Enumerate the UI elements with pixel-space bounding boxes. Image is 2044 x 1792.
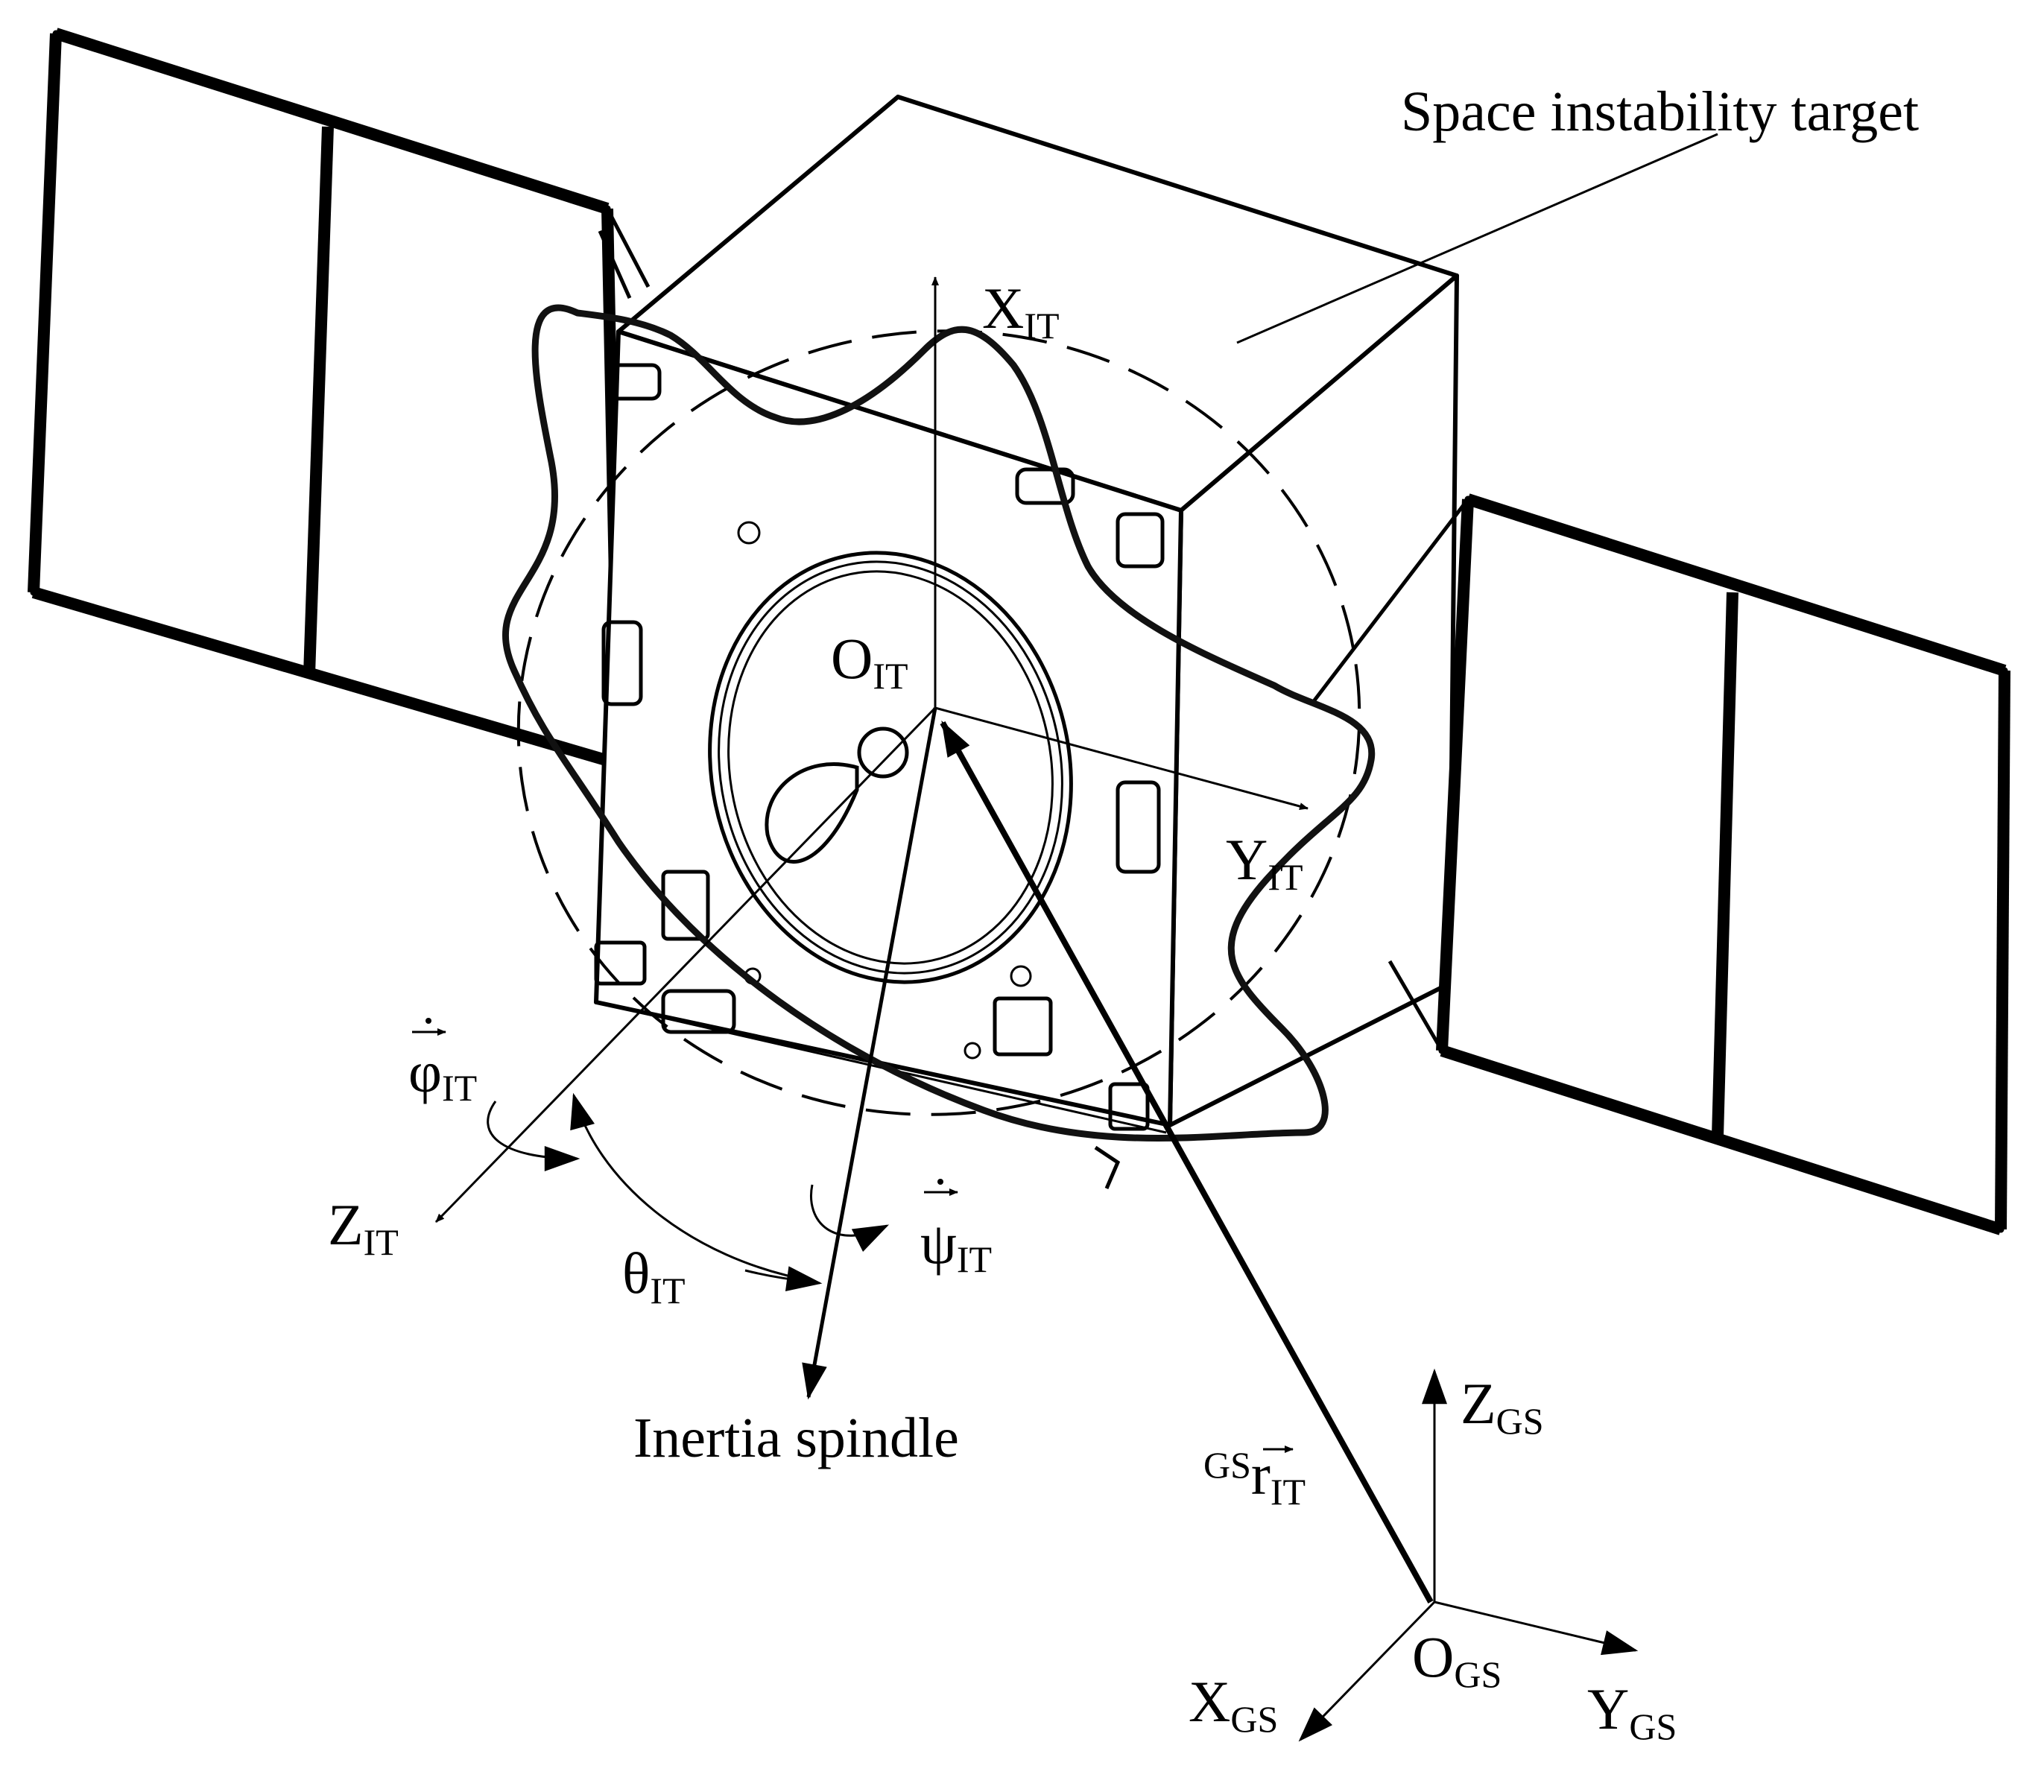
instability-boundary xyxy=(502,304,1376,1142)
target-label: Space instability target xyxy=(1401,80,1919,143)
y-it-axis xyxy=(934,706,1309,810)
theta-angle-arc xyxy=(570,1092,817,1283)
y-it-label: YIT xyxy=(1226,827,1303,898)
phi-rotation-arc xyxy=(487,1101,580,1171)
o-it-label: OIT xyxy=(831,626,908,697)
theta-angle-arc-end xyxy=(744,1266,823,1292)
nominal-boundary-dashed xyxy=(516,329,1361,1116)
gs-frame xyxy=(1298,1368,1639,1742)
x-it-label: XIT xyxy=(982,276,1060,346)
svg-text:φIT: φIT xyxy=(408,1039,477,1109)
phi-it-label: φIT xyxy=(408,1018,477,1109)
position-vector-r xyxy=(940,721,1434,1603)
z-it-label: ZIT xyxy=(328,1192,399,1263)
satellite-body xyxy=(594,95,1459,1134)
psi-it-label: ψIT xyxy=(920,1179,992,1280)
left-solar-panel xyxy=(28,28,651,770)
svg-text:ψIT: ψIT xyxy=(920,1211,992,1280)
inertia-spindle-axis xyxy=(802,707,937,1400)
target-leader-line xyxy=(1236,133,1718,344)
svg-text:GSrIT: GSrIT xyxy=(1203,1442,1306,1513)
front-face-details xyxy=(594,363,1165,1189)
x-gs-axis xyxy=(1298,1601,1436,1742)
y-gs-axis xyxy=(1434,1601,1639,1656)
z-gs-label: ZGS xyxy=(1461,1371,1544,1442)
inertia-spindle-label: Inertia spindle xyxy=(633,1407,959,1469)
y-gs-label: YGS xyxy=(1587,1677,1677,1747)
it-frame xyxy=(434,276,1309,1400)
o-gs-label: OGS xyxy=(1412,1624,1502,1695)
r-vector-label: GSrIT xyxy=(1203,1442,1306,1513)
x-gs-label: XGS xyxy=(1189,1669,1278,1740)
theta-it-label: θIT xyxy=(622,1241,686,1311)
right-solar-panel xyxy=(1310,493,2010,1235)
z-it-axis xyxy=(434,706,937,1223)
psi-rotation-arc xyxy=(810,1184,890,1252)
